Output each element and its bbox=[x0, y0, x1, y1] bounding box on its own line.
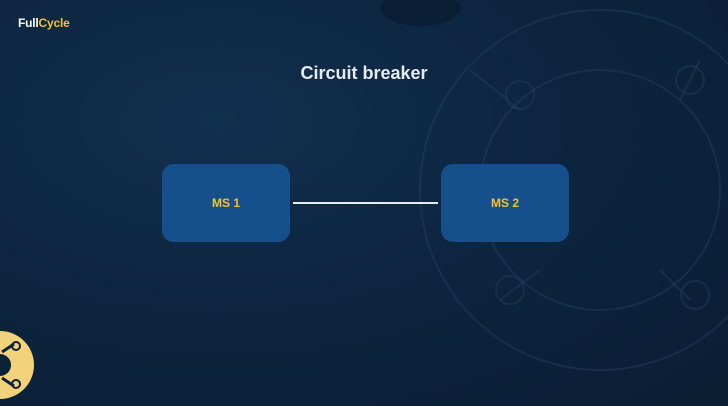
gear-emblem-icon bbox=[0, 331, 34, 399]
slide-title: Circuit breaker bbox=[300, 63, 428, 83]
diagram-node-ms2: MS 2 bbox=[441, 164, 569, 242]
brand-logo-part-2: Cycle bbox=[38, 16, 70, 30]
brand-logo: FullCycle bbox=[18, 16, 70, 30]
brand-logo-part-1: Full bbox=[18, 16, 39, 30]
diagram-node-ms1: MS 1 bbox=[162, 164, 290, 242]
node-label-ms1: MS 1 bbox=[211, 196, 240, 210]
connector-line bbox=[293, 202, 438, 204]
node-label-ms2: MS 2 bbox=[490, 196, 519, 210]
